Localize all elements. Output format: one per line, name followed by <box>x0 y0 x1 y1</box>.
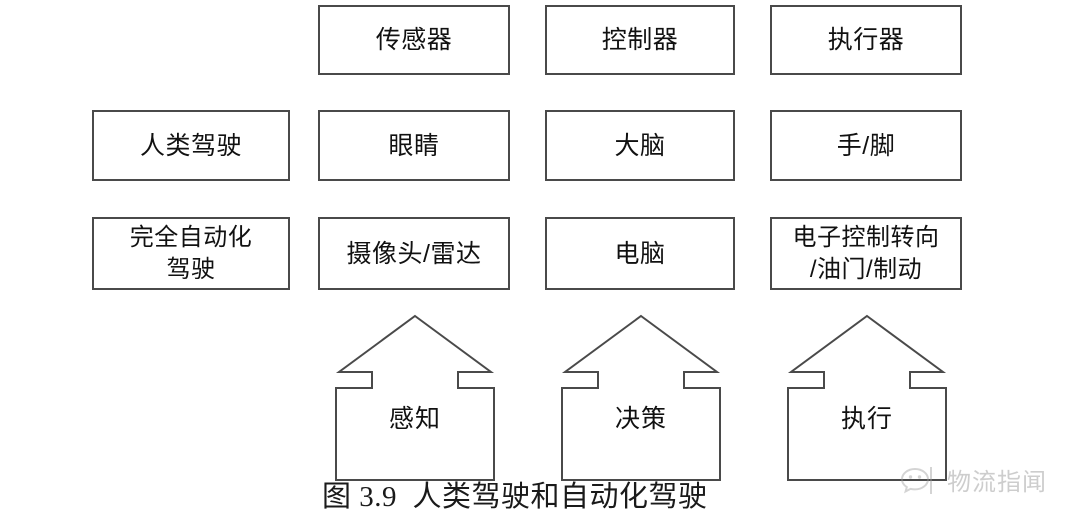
arrow-decision: 决策 <box>560 312 722 482</box>
arrow-execution: 执行 <box>786 312 948 482</box>
row-header-automated-driving: 完全自动化 驾驶 <box>92 217 290 290</box>
cell-automated-driving-actuator: 电子控制转向 /油门/制动 <box>770 217 962 290</box>
arrow-up-icon <box>335 314 495 481</box>
arrow-decision-label: 决策 <box>614 405 667 433</box>
arrow-perception: 感知 <box>334 312 496 482</box>
column-header-controller: 控制器 <box>545 5 735 75</box>
watermark: 物流指闻 <box>900 462 1047 497</box>
row-header-human-driving: 人类驾驶 <box>92 110 290 181</box>
wechat-logo-icon <box>900 465 940 495</box>
cell-human-driving-sensor: 眼睛 <box>318 110 510 181</box>
column-header-actuator: 执行器 <box>770 5 962 75</box>
cell-human-driving-controller: 大脑 <box>545 110 735 181</box>
arrow-perception-label: 感知 <box>388 405 441 433</box>
watermark-text: 物流指闻 <box>947 469 1047 496</box>
arrow-up-icon <box>561 314 721 481</box>
column-header-sensor: 传感器 <box>318 5 510 75</box>
cell-human-driving-actuator: 手/脚 <box>770 110 962 181</box>
arrow-up-icon <box>787 314 947 481</box>
figure-caption: 图 3.9 人类驾驶和自动化驾驶 <box>322 481 708 513</box>
cell-automated-driving-controller: 电脑 <box>545 217 735 290</box>
arrow-execution-label: 执行 <box>840 405 893 433</box>
cell-automated-driving-sensor: 摄像头/雷达 <box>318 217 510 290</box>
